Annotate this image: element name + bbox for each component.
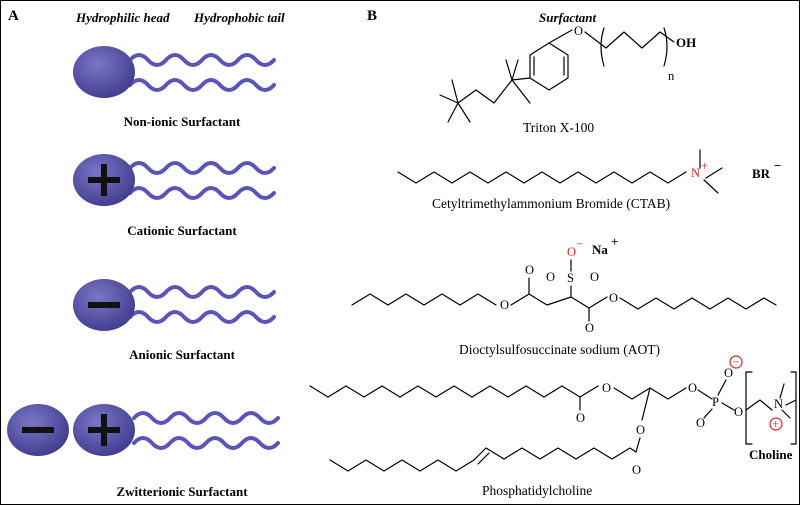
nitrogen-charge: + bbox=[701, 159, 708, 173]
phosphate-oxygen-bridge: O bbox=[734, 405, 743, 419]
carbonyl-oxygen-left: O bbox=[525, 263, 534, 277]
surfactant-cationic: Cationic Surfactant bbox=[73, 154, 276, 238]
molecule-name: Triton X-100 bbox=[523, 120, 594, 135]
type-label: Cationic Surfactant bbox=[127, 223, 237, 238]
repeat-n: n bbox=[668, 69, 675, 83]
nitrogen-atom: N bbox=[691, 166, 700, 180]
phosphate-oxygen-double: O bbox=[696, 416, 705, 430]
molecule-phosphatidylcholine: O O O O O P O − O O N + Choline Phosphat… bbox=[309, 355, 797, 498]
type-label: Zwitterionic Surfactant bbox=[116, 484, 248, 499]
choline-plus-charge-icon bbox=[769, 417, 783, 431]
plus-charge-icon bbox=[88, 414, 120, 446]
tail-upper bbox=[132, 411, 280, 425]
molecule-name: Phosphatidylcholine bbox=[482, 483, 592, 498]
type-label: Non-ionic Surfactant bbox=[124, 114, 241, 129]
surfactant-zwitterionic: Zwitterionic Surfactant bbox=[7, 404, 280, 499]
panel-a-label: A bbox=[8, 8, 19, 24]
surfactant-anionic: Anionic Surfactant bbox=[73, 279, 276, 362]
type-label: Anionic Surfactant bbox=[129, 347, 235, 362]
carbonyl-oxygen-lower: O bbox=[632, 463, 641, 477]
tail-lower bbox=[128, 310, 276, 324]
bromide-ion: BR bbox=[752, 166, 771, 181]
ester-oxygen-lower: O bbox=[636, 423, 645, 437]
hydrophobic-tail-header: Hydrophobic tail bbox=[193, 10, 285, 25]
molecule-name: Dioctylsulfosuccinate sodium (AOT) bbox=[459, 342, 660, 357]
sulfonyl-oxygen-left: O bbox=[546, 270, 555, 284]
molecule-name: Cetyltrimethylammonium Bromide (CTAB) bbox=[432, 196, 670, 211]
molecule-triton-x100: O OH n Triton X-100 bbox=[439, 24, 696, 135]
ester-oxygen-right: O bbox=[609, 291, 618, 305]
minus-charge-icon bbox=[88, 302, 120, 308]
minus-charge-icon bbox=[22, 427, 54, 433]
phosphate-minus-charge: − bbox=[732, 355, 739, 369]
tail-lower bbox=[128, 186, 276, 200]
surfactant-header: Surfactant bbox=[539, 10, 596, 25]
tail-lower bbox=[128, 78, 276, 92]
oxygen-atom: O bbox=[574, 24, 583, 38]
ester-oxygen-left: O bbox=[500, 298, 509, 312]
tail-upper bbox=[128, 53, 276, 67]
carbonyl-oxygen-right: O bbox=[585, 321, 594, 335]
panel-b-label: B bbox=[367, 8, 377, 24]
molecule-aot: O − Na + S O O O O O O Dioctylsulfosucci… bbox=[351, 234, 777, 357]
phosphate-oxygen-anion: O bbox=[724, 366, 733, 380]
molecule-ctab: N + BR − Cetyltrimethylammonium Bromide … bbox=[397, 149, 781, 211]
surfactant-non-ionic: Non-ionic Surfactant bbox=[73, 46, 276, 129]
bromide-charge: − bbox=[774, 158, 781, 173]
sulfur-atom: S bbox=[567, 271, 574, 285]
choline-nitrogen: N bbox=[774, 397, 783, 411]
sodium-charge: + bbox=[611, 234, 618, 249]
hydrophilic-head bbox=[73, 46, 135, 98]
tail-lower bbox=[132, 436, 280, 450]
choline-label: Choline bbox=[749, 447, 793, 462]
oxide-atom: O bbox=[567, 245, 576, 259]
phosphate-oxygen: O bbox=[688, 381, 697, 395]
sodium-ion: Na bbox=[592, 242, 608, 257]
phosphorus-atom: P bbox=[712, 395, 719, 409]
plus-charge-icon bbox=[88, 164, 120, 196]
ester-oxygen-upper: O bbox=[602, 381, 611, 395]
tail-upper bbox=[128, 161, 276, 175]
oxide-charge: − bbox=[576, 237, 583, 251]
tail-upper bbox=[128, 285, 276, 299]
carbonyl-oxygen-upper: O bbox=[576, 411, 585, 425]
sulfonyl-oxygen-right: O bbox=[590, 270, 599, 284]
hydroxyl-group: OH bbox=[676, 35, 696, 50]
hydrophilic-head-header: Hydrophilic head bbox=[75, 10, 170, 25]
choline-plus-charge: + bbox=[772, 417, 779, 431]
phosphate-minus-charge-icon bbox=[729, 355, 743, 369]
